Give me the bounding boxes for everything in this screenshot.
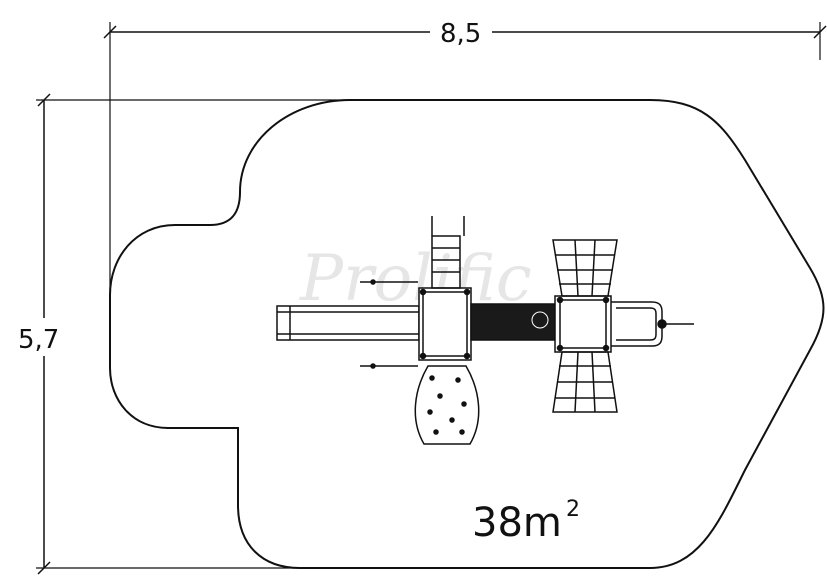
height-label: 5,7	[18, 325, 59, 355]
safety-area-outline	[109, 99, 825, 569]
bridge-icon	[470, 303, 556, 341]
area-superscript: 2	[566, 497, 580, 522]
slide-icon	[276, 305, 420, 341]
width-label: 8,5	[440, 19, 481, 49]
climbing-net-top-icon	[552, 239, 618, 297]
area-value: 38m	[472, 500, 562, 546]
climbing-wall-icon	[414, 365, 480, 445]
ladder-icon	[431, 235, 461, 289]
width-dimension: 8,5	[103, 19, 827, 300]
height-dimension: 5,7	[18, 93, 350, 575]
playground-structure-plan-icon	[276, 216, 694, 445]
right-tower-deck	[554, 295, 612, 353]
left-tower-deck	[418, 287, 472, 361]
